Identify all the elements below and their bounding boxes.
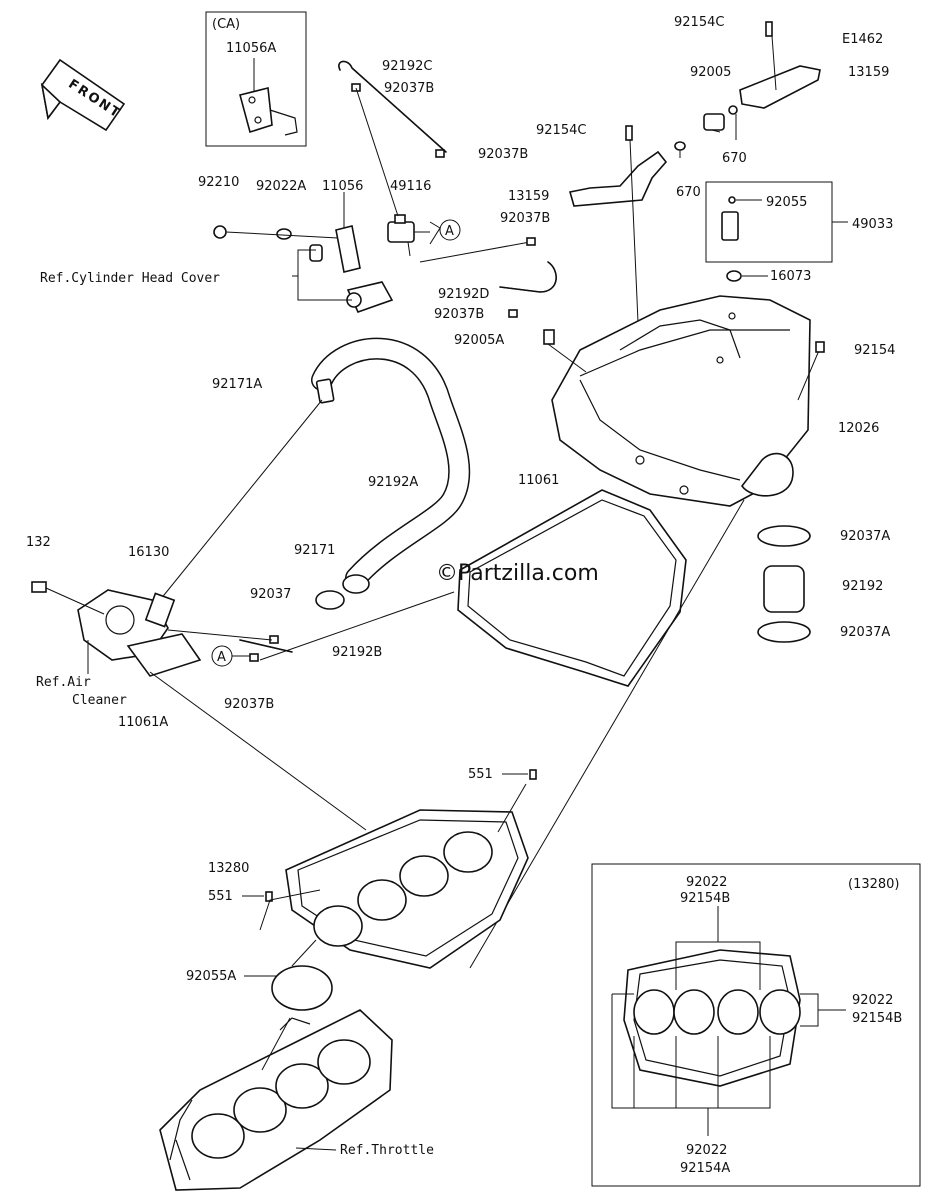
bolt-132-icon <box>31 581 47 593</box>
part-label: 92022 <box>686 875 727 890</box>
o-ring-92055a-icon <box>271 965 333 1011</box>
ref-throttle: Ref.Throttle <box>340 1143 434 1158</box>
throttle-body-icon <box>159 1009 393 1191</box>
gasket-11061a-icon <box>126 633 202 677</box>
part-label: 92192C <box>382 59 432 74</box>
part-label: 13159 <box>508 189 549 204</box>
part-label: 92037A <box>840 625 890 640</box>
bolt-92005a-icon <box>543 329 555 345</box>
ca-variant-box: (CA) <box>205 11 307 147</box>
front-arrow-icon: FRONT <box>40 58 126 132</box>
clamp-92037a-lower-icon <box>757 621 811 643</box>
clamp-icon <box>526 237 536 246</box>
fuel-rail-13159-upper-icon <box>703 21 821 131</box>
part-label: 11061A <box>118 715 168 730</box>
clamp-92037b-icon <box>249 653 259 662</box>
part-label: 92154C <box>674 15 724 30</box>
clamp-icon <box>351 83 361 92</box>
part-label: 92037 <box>250 587 291 602</box>
part-label: 13280 <box>208 861 249 876</box>
valve-49116-icon <box>387 214 430 257</box>
o-ring-icon <box>728 196 736 204</box>
part-label: 92192D <box>438 287 489 302</box>
air-box-12026-icon <box>551 295 811 507</box>
inlet-16130-icon <box>77 589 202 677</box>
part-label: 92171A <box>212 377 262 392</box>
part-label: 16073 <box>770 269 811 284</box>
part-label: 92192 <box>842 579 883 594</box>
watermark: ©Partzilla.com <box>436 561 599 586</box>
inset-13280-box: (13280) <box>591 863 921 1187</box>
dowel-551-icon <box>529 769 537 780</box>
bracket-11056-icon <box>309 225 394 313</box>
sensor-49033-box <box>705 181 848 263</box>
part-label: 11061 <box>518 473 559 488</box>
part-label: 92037B <box>478 147 528 162</box>
bracket-ca-icon <box>239 87 273 134</box>
clamp-icon <box>508 309 518 318</box>
fitting-92171a-icon <box>315 378 335 404</box>
clamp-92171-icon <box>315 590 345 610</box>
dowel-551-icon <box>265 891 273 902</box>
part-label: 92171 <box>294 543 335 558</box>
part-label: 92037A <box>840 529 890 544</box>
part-label: 92022A <box>256 179 306 194</box>
svg-text:A: A <box>445 224 454 239</box>
nut-92210-icon <box>213 225 227 239</box>
part-label: 92037B <box>224 697 274 712</box>
part-label: 92192B <box>332 645 382 660</box>
part-label: 92154B <box>680 891 730 906</box>
part-label: 92055A <box>186 969 236 984</box>
part-label: 12026 <box>838 421 879 436</box>
part-label: 132 <box>26 535 51 550</box>
seal-16073-icon <box>726 270 742 282</box>
part-label: 92037B <box>384 81 434 96</box>
part-label: 92022 <box>686 1143 727 1158</box>
part-label: 92154B <box>852 1011 902 1026</box>
part-label: 670 <box>676 185 701 200</box>
part-label: 92210 <box>198 175 239 190</box>
part-label: 92154A <box>680 1161 730 1176</box>
inset-label: (13280) <box>848 877 900 892</box>
part-label: 49116 <box>390 179 431 194</box>
clamp-icon <box>435 149 445 158</box>
part-label: 92005 <box>690 65 731 80</box>
gasket-13280-icon <box>285 809 529 969</box>
part-label: 551 <box>208 889 233 904</box>
part-label: 11056A <box>226 41 276 56</box>
ref-cylinder-head-cover: Ref.Cylinder Head Cover <box>40 271 220 286</box>
washer-92022a-icon <box>276 228 292 240</box>
gasket-11061-icon <box>457 489 687 687</box>
part-label: 92022 <box>852 993 893 1008</box>
part-label: 92005A <box>454 333 504 348</box>
diagram-code: E1462 <box>842 32 883 47</box>
part-label: 49033 <box>852 217 893 232</box>
clamp-92037a-upper-icon <box>757 525 811 547</box>
part-label: 16130 <box>128 545 169 560</box>
part-label: 11056 <box>322 179 363 194</box>
part-label: 670 <box>722 151 747 166</box>
part-label: 92154 <box>854 343 895 358</box>
connection-marker-a-lower: A <box>211 645 250 667</box>
hose-92192c-inner <box>338 60 447 153</box>
sleeve-92192-icon <box>763 565 805 613</box>
fuel-rail-13159-lower-icon <box>568 125 686 207</box>
part-label: 92192A <box>368 475 418 490</box>
part-label: 92154C <box>536 123 586 138</box>
part-label: 92055 <box>766 195 807 210</box>
part-label: 551 <box>468 767 493 782</box>
ref-air-cleaner-2: Cleaner <box>72 693 127 708</box>
part-label: 92037B <box>500 211 550 226</box>
ca-label: (CA) <box>212 17 240 32</box>
ref-air-cleaner-1: Ref.Air <box>36 675 91 690</box>
connection-marker-a: A <box>429 219 461 245</box>
part-label: 13159 <box>848 65 889 80</box>
part-label: 92037B <box>434 307 484 322</box>
svg-text:A: A <box>217 650 226 665</box>
sensor-icon <box>721 211 739 241</box>
